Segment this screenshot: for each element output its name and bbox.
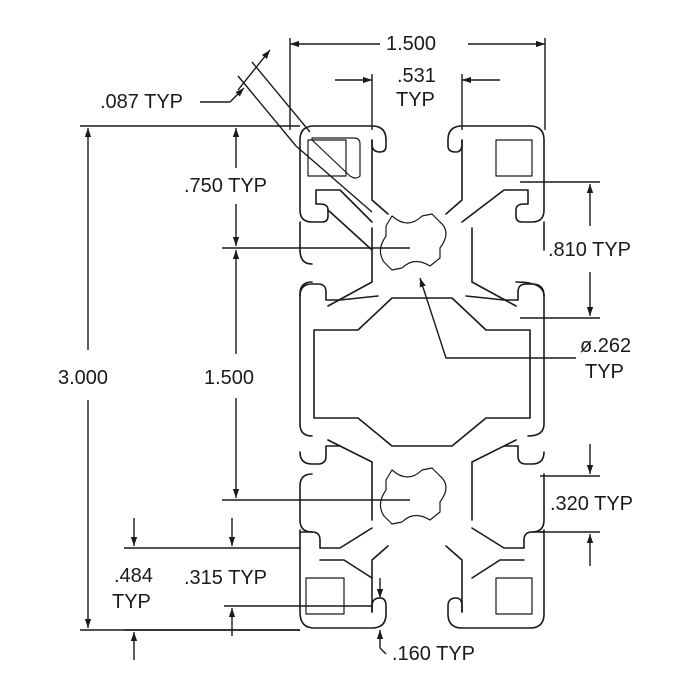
bottom-slot xyxy=(371,545,463,613)
extrusion-profile xyxy=(299,125,545,629)
center-spacing-label: .810 TYP xyxy=(548,239,631,261)
dimension-labels: 1.500 .531 TYP .087 TYP .750 TYP .810 TY… xyxy=(58,33,633,665)
slot-width-sub-label: TYP xyxy=(396,89,435,111)
profile-bottom-outline xyxy=(299,527,545,629)
wall-ext-b xyxy=(237,75,297,147)
profile-outer-outline xyxy=(299,125,545,223)
overall-height-label: 3.000 xyxy=(58,367,108,389)
top-left-chamber xyxy=(311,137,361,179)
hole-label: ø.262 xyxy=(580,335,631,357)
wall-leader-upper xyxy=(237,49,271,91)
wall-label: .087 TYP xyxy=(100,91,183,113)
lip-thickness-hook xyxy=(379,647,387,655)
upper-center-bore xyxy=(379,213,447,271)
hole-leader xyxy=(419,277,576,359)
left-side-outline xyxy=(299,209,373,533)
lip-thickness-label: .160 TYP xyxy=(392,643,475,665)
lip-height-label: .484 xyxy=(114,565,153,587)
central-hollow xyxy=(313,297,531,447)
upper-webs xyxy=(327,227,517,307)
wall-ext-a xyxy=(251,61,311,133)
lip-height-sub-label: TYP xyxy=(112,591,151,613)
slot-width-label: .531 xyxy=(397,65,436,87)
bottom-left-chamber-box xyxy=(305,577,345,615)
right-middle-slot-upper xyxy=(465,283,545,301)
dimension-lines xyxy=(80,38,600,660)
right-middle-slot-lower xyxy=(503,445,545,465)
pitch-label: 1.500 xyxy=(204,367,254,389)
left-middle-slot-lower xyxy=(299,445,341,465)
bottom-right-chamber-box xyxy=(495,577,533,615)
bottom-inner-webs xyxy=(319,559,525,579)
top-right-chamber-box xyxy=(495,139,533,177)
top-left-chamber-box xyxy=(307,139,347,177)
overall-width-label: 1.500 xyxy=(386,33,436,55)
wall-diagonal xyxy=(295,145,373,213)
slot-offset-label: .315 TYP xyxy=(184,567,267,589)
lower-center-bore xyxy=(379,467,447,525)
lower-webs xyxy=(327,439,517,521)
hole-sub-label: TYP xyxy=(585,361,624,383)
wall-arrow xyxy=(229,87,245,103)
left-middle-slot-upper xyxy=(299,283,379,301)
slot-depth-label: .750 TYP xyxy=(184,175,267,197)
lip-label: .320 TYP xyxy=(550,493,633,515)
top-slot xyxy=(371,139,463,215)
